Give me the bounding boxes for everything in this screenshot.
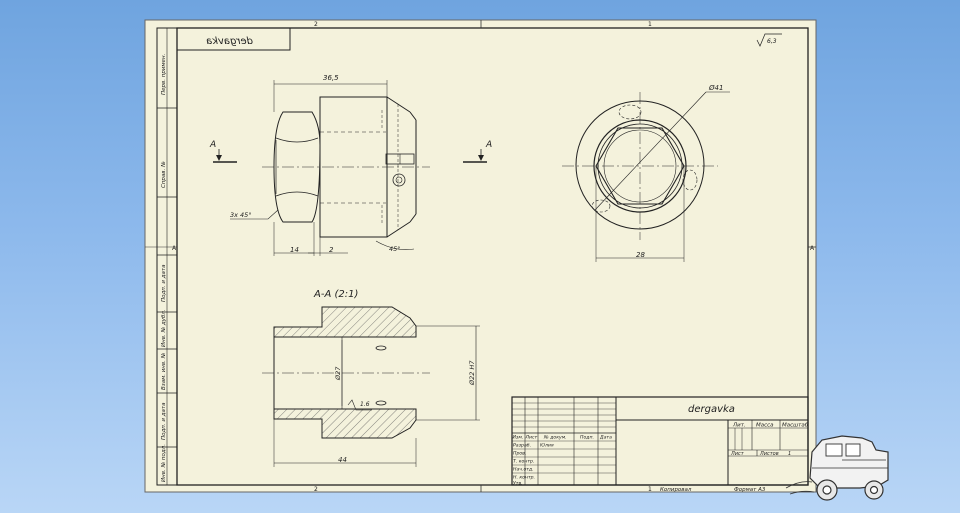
tb-mass-label: Масса	[756, 423, 774, 429]
tb-developer: Юлия	[540, 443, 554, 449]
tb-scale-label: Масштаб	[782, 423, 809, 429]
side-label: Инв. № подл.	[161, 444, 167, 482]
tb-col-list: Лист	[525, 435, 538, 441]
side-label: Инв. № дубл.	[161, 309, 167, 347]
zone-label: 1	[648, 21, 652, 28]
side-strip: Перв. примен. Справ. № Подп. и дата Инв.…	[156, 27, 178, 486]
dim-front-gap: 2	[329, 246, 334, 254]
tb-copied-label: Копировал	[660, 487, 692, 493]
tb-format-label: Формат А3	[734, 487, 766, 493]
tb-sheet-label: Лист	[730, 451, 745, 457]
roughness-symbol: 6,3	[756, 33, 782, 47]
dim-section-length: 44	[338, 456, 347, 464]
side-label: Справ. №	[161, 161, 167, 188]
side-label: Взам. инв. №	[161, 352, 167, 390]
tb-col-izm: Изм.	[513, 435, 524, 441]
front-view	[213, 80, 487, 256]
dim-side-width: 28	[636, 251, 645, 259]
dim-section-inner: Ø27	[334, 366, 342, 381]
section-view	[262, 306, 480, 467]
mirrored-title: dergavka	[206, 36, 253, 47]
dim-section-bore: Ø22 H7	[468, 360, 476, 386]
tb-sheets-label: Листов	[759, 451, 779, 457]
cut-label-left: A	[209, 140, 216, 150]
zone-label: 2	[314, 21, 318, 28]
tb-row-prov: Пров.	[513, 451, 526, 457]
dim-side-diameter: Ø41	[708, 84, 723, 92]
cut-label-right: A	[485, 140, 492, 150]
zone-label: 1	[648, 486, 652, 493]
truck-sketch-image	[785, 435, 889, 501]
tb-row-tkontr: Т. контр.	[513, 459, 534, 465]
tb-col-date: Дата	[599, 435, 612, 441]
mirrored-title-box: dergavka	[176, 27, 291, 51]
side-view	[562, 91, 730, 262]
tb-lit-label: Лит.	[732, 423, 746, 429]
tb-sheets-count: 1	[788, 451, 791, 457]
paper	[144, 19, 817, 493]
tb-col-sign: Подп.	[580, 435, 594, 441]
side-label: Перв. примен.	[161, 53, 167, 95]
section-title: A-A (2:1)	[313, 289, 358, 300]
side-label: Подп. и дата	[161, 402, 167, 440]
zone-label: A	[810, 245, 815, 252]
dim-front-angle: 45°	[389, 245, 401, 253]
dim-front-chamfer: 3x 45°	[230, 211, 252, 219]
svg-text:6,3: 6,3	[767, 38, 777, 45]
dim-front-hex: 14	[290, 246, 299, 254]
tb-row-nachotd: Нач.отд.	[513, 467, 534, 473]
tb-row-utv: Утв.	[513, 481, 523, 487]
tb-row-nkontr: Н. контр.	[513, 475, 535, 481]
section-roughness: 1.6	[360, 401, 370, 408]
tb-col-doc: № докум.	[543, 435, 567, 441]
tb-row-razrab: Разраб.	[513, 443, 531, 449]
zone-label: 2	[314, 486, 318, 493]
title-block	[511, 396, 809, 486]
title-block-title: dergavka	[688, 404, 735, 415]
dim-front-width: 36,5	[323, 74, 339, 82]
zone-label: A	[172, 245, 177, 252]
side-label: Подп. и дата	[161, 264, 167, 302]
